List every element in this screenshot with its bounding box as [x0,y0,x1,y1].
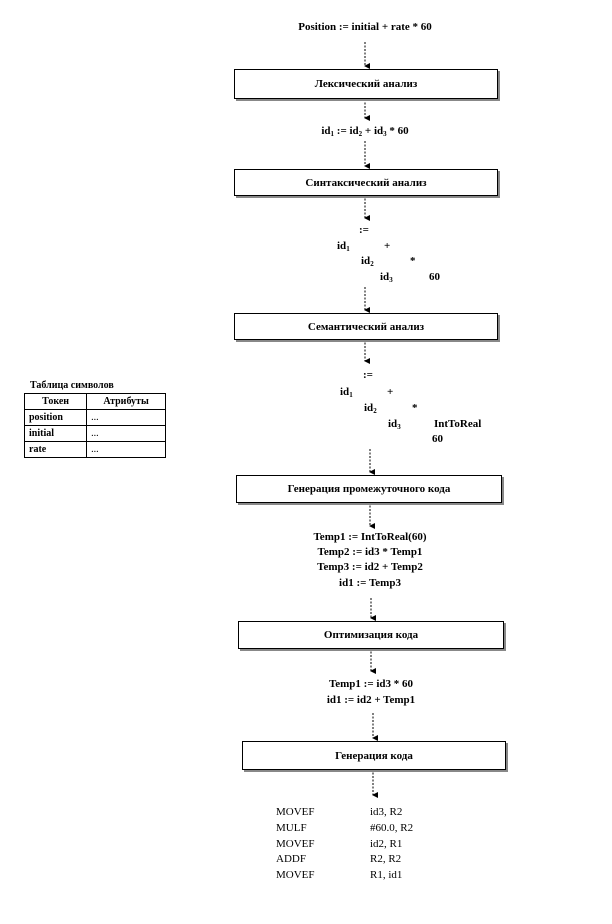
semantic-node-id1: id1 [340,386,353,399]
symbol-table: Токен Атрибуты position ... initial ... … [23,393,166,458]
intermediate-line-3: Temp3 := id2 + Temp2 [317,561,423,573]
syntax-node-id3: id3 [380,271,393,284]
semantic-node-plus: + [387,386,394,398]
semantic-root: := [363,369,373,381]
stage-intermediate-box: Генерация промежуточного кода [236,475,502,503]
symbol-table-title: Таблица символов [30,380,114,391]
tok-plus: + [364,125,372,137]
stage-codegen-label: Генерация кода [335,749,413,762]
syntax-node-plus: + [384,240,391,252]
symbol-attr: ... [86,425,166,442]
syntax-node-60: 60 [429,271,440,283]
stage-intermediate-label: Генерация промежуточного кода [287,483,451,495]
optimized-line-2: id1 := id2 + Temp1 [326,694,416,706]
machine-op: MOVEF [276,869,315,881]
syntax-node-id1: id1 [337,240,350,253]
symbol-table-header-token: Токен [23,393,88,410]
semantic-node-star: * [412,402,418,414]
symbol-attr: ... [86,409,166,426]
stage-syntax-label: Синтаксический анализ [305,176,427,189]
machine-args: id2, R1 [370,838,403,850]
tok-id: id [321,125,331,137]
machine-args: R1, id1 [370,869,403,881]
syntax-node-id2: id2 [361,255,374,268]
syntax-root: := [359,224,369,236]
stage-semantic-box: Семантический анализ [234,313,498,340]
semantic-node-inttoreal: IntToReal [434,418,482,430]
intermediate-line-1: Temp1 := IntToReal(60) [313,531,427,543]
tok-id: id [373,125,384,137]
tok-times: * 60 [389,125,409,137]
semantic-node-id2: id2 [364,402,377,415]
optimized-line-1: Temp1 := id3 * 60 [328,678,414,690]
syntax-node-star: * [410,255,416,267]
machine-args: id3, R2 [370,806,403,818]
source-statement: Position := initial + rate * 60 [298,21,432,33]
symbol-token: position [23,409,88,426]
symbol-table-header: Токен Атрибуты [23,393,166,410]
stage-lexical-label: Лексический анализ [314,78,418,90]
intermediate-line-2: Temp2 := id3 * Temp1 [317,546,423,558]
symbol-token: rate [23,441,88,458]
table-row: rate ... [23,441,166,458]
stage-lexical-box: Лексический анализ [234,69,498,99]
symbol-attr: ... [86,441,166,458]
stage-optimization-label: Оптимизация кода [323,629,419,641]
stage-syntax-box: Синтаксический анализ [234,169,498,196]
machine-args: #60.0, R2 [370,822,414,834]
stage-optimization-box: Оптимизация кода [238,621,504,649]
tok-id: id [349,125,359,137]
stage-codegen-box: Генерация кода [242,741,506,770]
machine-op: MOVEF [276,806,315,818]
symbol-table-header-attr: Атрибуты [86,393,166,410]
table-row: position ... [23,409,166,426]
lexical-output: id1 := id2 + id3 * 60 [321,125,409,138]
semantic-node-id3: id3 [388,418,401,431]
table-row: initial ... [23,425,166,442]
machine-op: MULF [276,822,307,834]
machine-args: R2, R2 [370,853,402,865]
machine-op: MOVEF [276,838,315,850]
intermediate-line-4: id1 := Temp3 [339,577,401,589]
machine-op: ADDF [276,853,306,865]
tok-assign: := [336,125,347,137]
symbol-token: initial [23,425,88,442]
semantic-node-60: 60 [432,433,443,445]
symbol-table-block: Таблица символов Токен Атрибуты position… [23,380,166,458]
stage-semantic-label: Семантический анализ [307,320,425,333]
